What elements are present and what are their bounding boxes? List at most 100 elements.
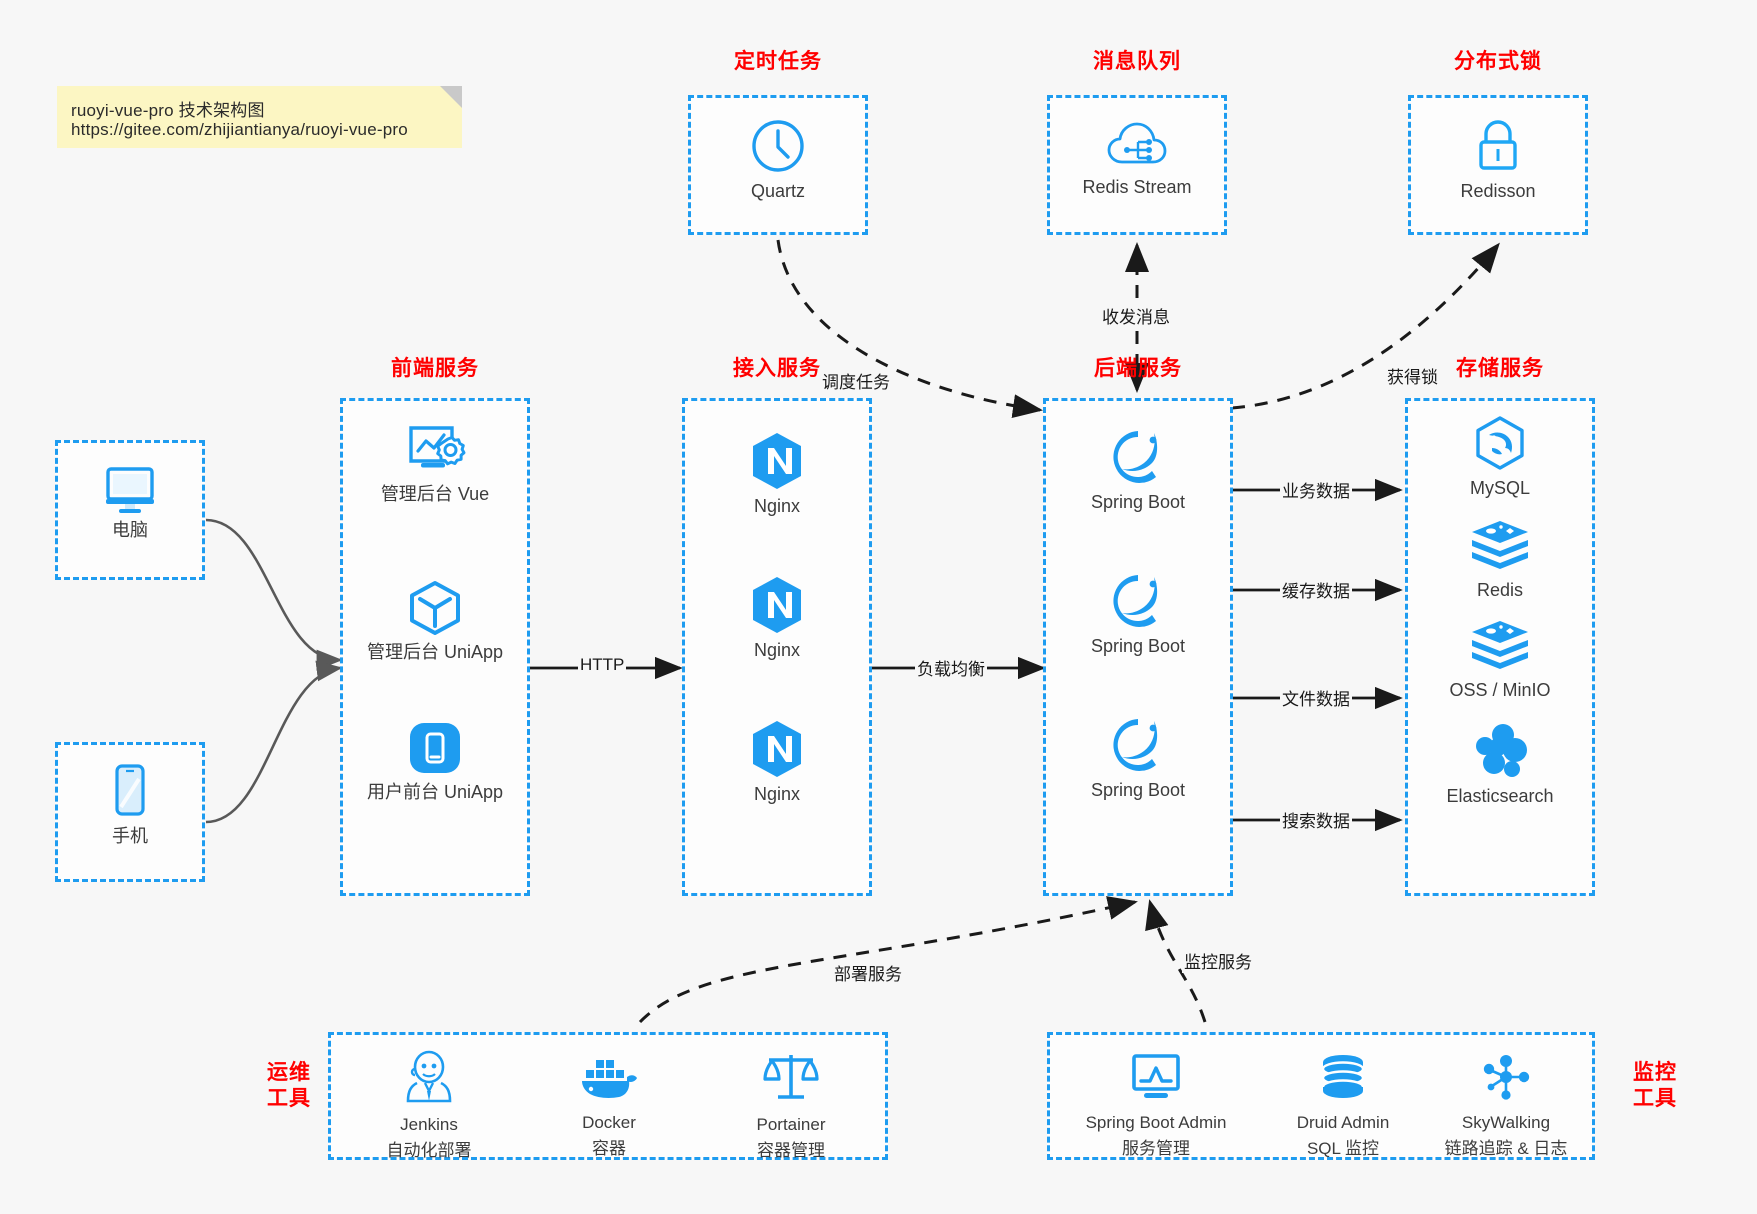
node-desc: 自动化部署 <box>386 1140 472 1160</box>
node-nginx-2[interactable]: Nginx <box>685 575 869 662</box>
node-redisson[interactable]: Redisson <box>1411 116 1585 203</box>
node-label: 手机 <box>112 826 148 846</box>
node-label: MySQL <box>1469 478 1530 498</box>
node-skywalking[interactable]: SkyWalking 链路追踪 & 日志 <box>1418 1053 1594 1160</box>
node-mysql[interactable]: MySQL <box>1408 415 1592 500</box>
node-spring-boot-1[interactable]: Spring Boot <box>1046 427 1230 514</box>
edge-label-send-receive-message: 收发消息 <box>1100 303 1172 328</box>
node-docker[interactable]: Docker 容器 <box>523 1055 695 1160</box>
minio-stack-icon <box>1472 621 1528 669</box>
docker-whale-icon <box>582 1060 637 1098</box>
node-label: Spring Boot <box>1090 492 1186 512</box>
edge-quartz-to-backend <box>776 239 1043 419</box>
group-title-backend: 后端服务 <box>1094 357 1182 380</box>
group-title-storage: 存储服务 <box>1456 357 1544 380</box>
desktop-computer-icon <box>106 467 154 513</box>
mobile-app-icon <box>410 723 460 773</box>
edge-mobile-to-frontend <box>205 660 343 824</box>
node-portainer[interactable]: Portainer 容器管理 <box>703 1049 879 1162</box>
group-box-gateway: Nginx Nginx Nginx <box>682 398 872 896</box>
nginx-icon <box>753 721 801 777</box>
node-quartz[interactable]: Quartz <box>691 116 865 203</box>
node-spring-boot-2[interactable]: Spring Boot <box>1046 571 1230 658</box>
group-title-devops: 运维 工具 <box>258 1060 320 1111</box>
node-desc: 服务管理 <box>1122 1138 1190 1158</box>
group-title-frontend: 前端服务 <box>391 357 479 380</box>
node-admin-uniapp[interactable]: 管理后台 UniApp <box>343 579 527 664</box>
monitor-chart-icon <box>1132 1054 1180 1098</box>
node-label: Redis <box>1476 580 1524 600</box>
node-name: SkyWalking <box>1461 1113 1551 1132</box>
edge-label-schedule-task: 调度任务 <box>820 368 892 393</box>
edge-label-cache-data: 缓存数据 <box>1280 577 1352 602</box>
node-label: Redis Stream <box>1082 177 1192 197</box>
node-label: 管理后台 UniApp <box>366 642 504 662</box>
client-box-pc: 电脑 <box>55 440 205 580</box>
node-name: Spring Boot Admin <box>1085 1113 1227 1132</box>
note-url: https://gitee.com/zhijiantianya/ruoyi-vu… <box>71 120 408 139</box>
nginx-icon <box>753 433 801 489</box>
node-name: Jenkins <box>400 1115 458 1134</box>
node-user-uniapp[interactable]: 用户前台 UniApp <box>343 719 527 804</box>
jenkins-butler-icon <box>406 1050 452 1103</box>
group-box-mq: Redis Stream <box>1047 95 1227 235</box>
node-spring-boot-admin[interactable]: Spring Boot Admin 服务管理 <box>1056 1053 1256 1160</box>
cloud-network-icon <box>1107 122 1167 164</box>
node-desc: 容器 <box>592 1138 626 1158</box>
node-name: Druid Admin <box>1296 1113 1390 1132</box>
group-title-monitor: 监控 工具 <box>1624 1060 1686 1111</box>
node-label: 管理后台 Vue <box>380 484 490 504</box>
group-title-monitor-line1: 监控 <box>1633 1061 1677 1084</box>
node-mobile[interactable]: 手机 <box>58 763 202 848</box>
node-elasticsearch[interactable]: Elasticsearch <box>1408 723 1592 808</box>
group-title-devops-line2: 工具 <box>267 1086 311 1110</box>
edge-label-acquire-lock: 获得锁 <box>1385 363 1440 388</box>
title-note: ruoyi-vue-pro 技术架构图 https://gitee.com/zh… <box>57 86 462 148</box>
dashboard-gear-icon <box>409 426 466 468</box>
node-redis[interactable]: Redis <box>1408 519 1592 602</box>
padlock-icon <box>1479 120 1517 170</box>
node-label: OSS / MinIO <box>1449 680 1551 700</box>
mobile-phone-icon <box>115 764 145 816</box>
group-box-monitor: Spring Boot Admin 服务管理 Druid Admin SQL 监… <box>1047 1032 1595 1160</box>
node-oss-minio[interactable]: OSS / MinIO <box>1408 619 1592 702</box>
node-pc[interactable]: 电脑 <box>58 463 202 542</box>
node-name: Docker <box>582 1113 636 1132</box>
node-desc: 链路追踪 & 日志 <box>1444 1138 1568 1158</box>
node-name: Portainer <box>756 1115 826 1134</box>
note-title: ruoyi-vue-pro 技术架构图 <box>71 101 265 120</box>
node-label: Quartz <box>750 181 806 201</box>
node-label: Elasticsearch <box>1446 786 1554 806</box>
node-label: Nginx <box>753 784 801 804</box>
mysql-dolphin-icon <box>1476 416 1524 470</box>
node-druid-admin[interactable]: Druid Admin SQL 监控 <box>1258 1053 1428 1160</box>
group-box-devops: Jenkins 自动化部署 Docker 容器 <box>328 1032 888 1160</box>
node-admin-vue[interactable]: 管理后台 Vue <box>343 423 527 506</box>
group-title-monitor-line2: 工具 <box>1633 1086 1677 1110</box>
node-label: 电脑 <box>112 520 148 540</box>
note-fold-corner <box>440 86 462 108</box>
edge-label-search-data: 搜索数据 <box>1280 807 1352 832</box>
spring-boot-icon <box>1113 719 1158 771</box>
group-title-scheduler: 定时任务 <box>734 50 822 73</box>
group-box-storage: MySQL Redis OSS / MinIO <box>1405 398 1595 896</box>
node-label: Redisson <box>1460 181 1536 201</box>
group-title-mq: 消息队列 <box>1093 50 1181 73</box>
node-spring-boot-3[interactable]: Spring Boot <box>1046 715 1230 802</box>
node-nginx-3[interactable]: Nginx <box>685 719 869 806</box>
edge-label-file-data: 文件数据 <box>1280 685 1352 710</box>
group-box-lock: Redisson <box>1408 95 1588 235</box>
node-redis-stream[interactable]: Redis Stream <box>1050 120 1224 199</box>
node-jenkins[interactable]: Jenkins 自动化部署 <box>343 1049 515 1162</box>
group-box-scheduler: Quartz <box>688 95 868 235</box>
node-nginx-1[interactable]: Nginx <box>685 431 869 518</box>
edge-label-http: HTTP <box>578 655 627 675</box>
node-label: Nginx <box>753 496 801 516</box>
scales-icon <box>763 1055 819 1099</box>
spring-boot-icon <box>1113 575 1158 627</box>
client-box-mobile: 手机 <box>55 742 205 882</box>
edge-label-deploy-service: 部署服务 <box>832 960 904 985</box>
group-title-devops-line1: 运维 <box>267 1061 311 1084</box>
cube-icon <box>410 581 460 635</box>
database-icon <box>1321 1055 1365 1098</box>
